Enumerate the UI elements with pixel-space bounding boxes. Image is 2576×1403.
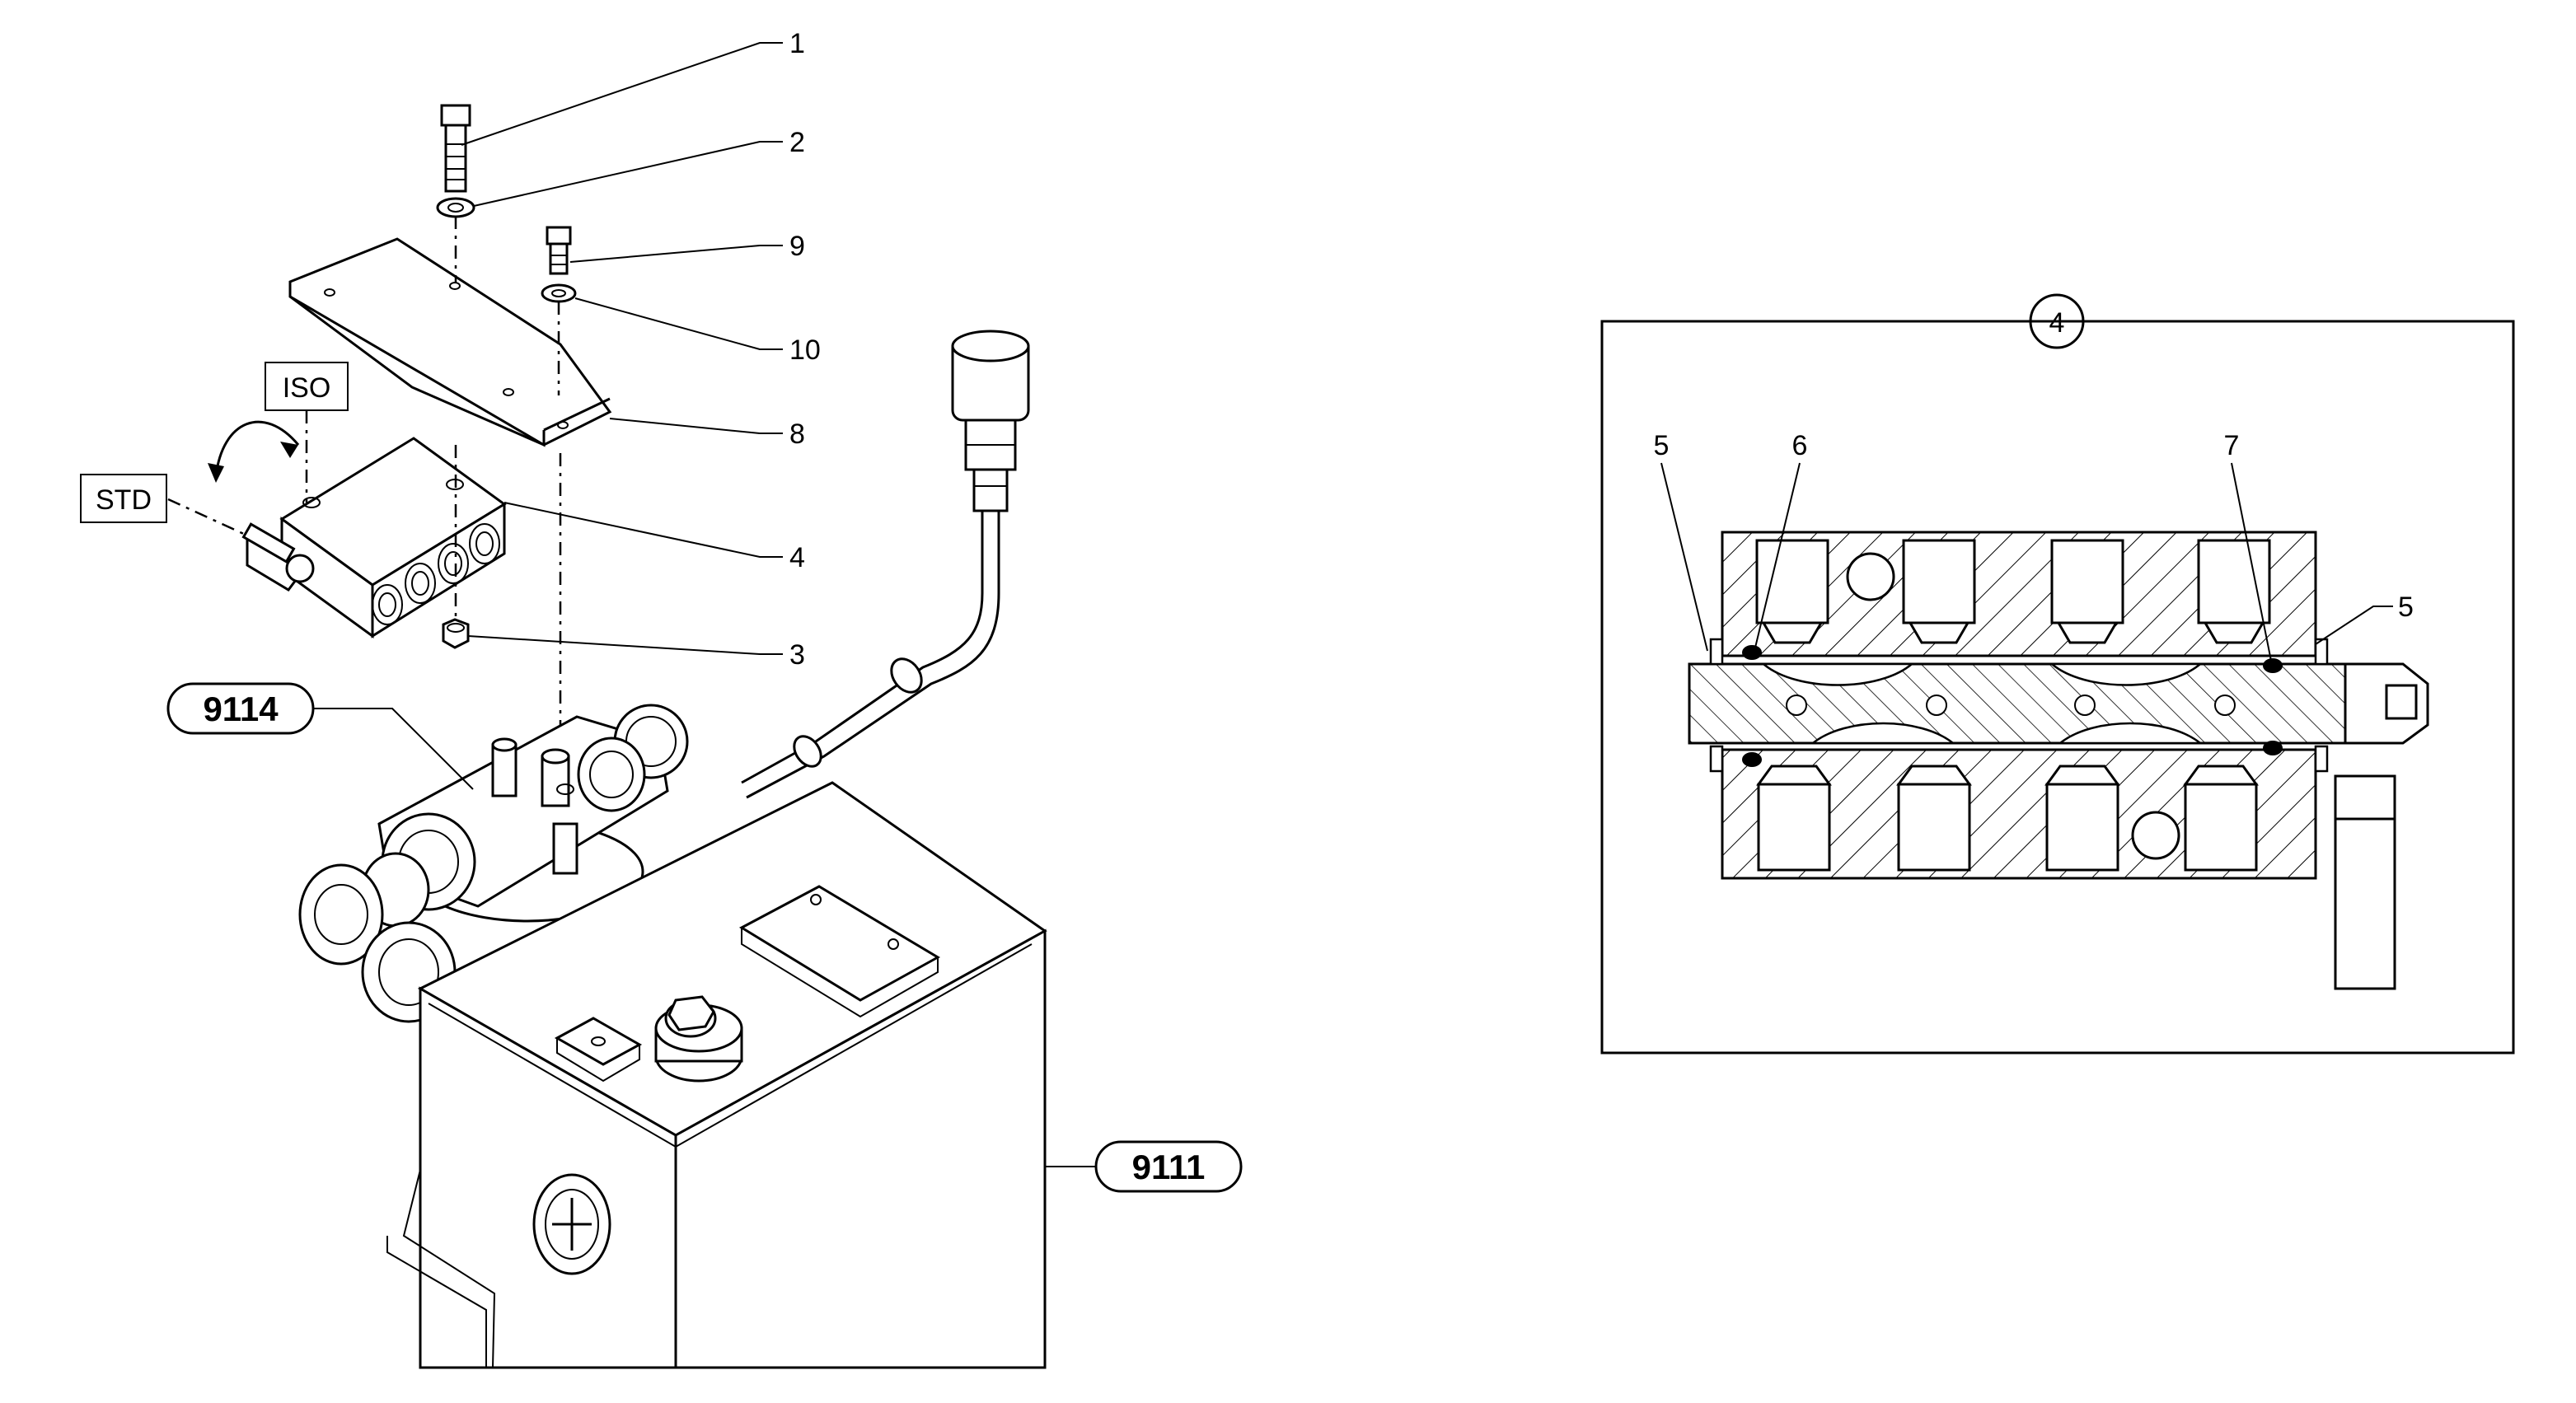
leader-lines-right bbox=[1660, 462, 2393, 662]
reference-oval-9111 bbox=[1094, 1140, 1243, 1193]
callout-8: 8 bbox=[789, 419, 805, 450]
detail-callout-6: 6 bbox=[1792, 430, 1808, 461]
washer-part-10 bbox=[541, 283, 577, 303]
bolt-part-1 bbox=[440, 104, 471, 193]
leader-lines-left bbox=[313, 42, 1096, 1167]
nut-part-3 bbox=[442, 618, 470, 649]
callout-1: 1 bbox=[789, 28, 805, 59]
reference-oval-9114 bbox=[166, 682, 315, 735]
reference-9114: 9114 bbox=[203, 690, 279, 728]
std-label-box bbox=[80, 474, 167, 523]
pump-manifold-9114 bbox=[298, 704, 689, 1023]
valve-section-view bbox=[1688, 531, 2429, 990]
iso-label-box bbox=[265, 362, 349, 411]
callout-9: 9 bbox=[789, 231, 805, 262]
iso-label: ISO bbox=[283, 372, 331, 404]
arrow-head-std bbox=[208, 463, 224, 483]
detail-callout-7: 7 bbox=[2224, 430, 2240, 461]
bolt-part-9 bbox=[546, 226, 572, 275]
detail-view-badge bbox=[2029, 293, 2085, 349]
detail-callout-5-right: 5 bbox=[2398, 592, 2414, 623]
arrow-head-iso bbox=[280, 442, 298, 458]
detail-view-label: 4 bbox=[2049, 307, 2065, 339]
detail-callout-5-left: 5 bbox=[1654, 430, 1670, 461]
bracket-part-8 bbox=[288, 237, 612, 447]
callout-3: 3 bbox=[789, 639, 805, 671]
detail-view-frame bbox=[1600, 320, 2515, 1055]
axis-line-std bbox=[167, 498, 248, 537]
valve-block-part-4 bbox=[241, 437, 507, 638]
std-label: STD bbox=[96, 484, 152, 516]
hydraulic-tank-9111 bbox=[386, 781, 1047, 1369]
hose-assembly bbox=[741, 330, 1030, 799]
callout-10: 10 bbox=[789, 334, 821, 366]
rotation-arrow bbox=[214, 420, 300, 477]
callout-4: 4 bbox=[789, 542, 805, 573]
callout-2: 2 bbox=[789, 127, 805, 158]
reference-9111: 9111 bbox=[1132, 1148, 1206, 1186]
washer-part-2 bbox=[436, 197, 475, 218]
